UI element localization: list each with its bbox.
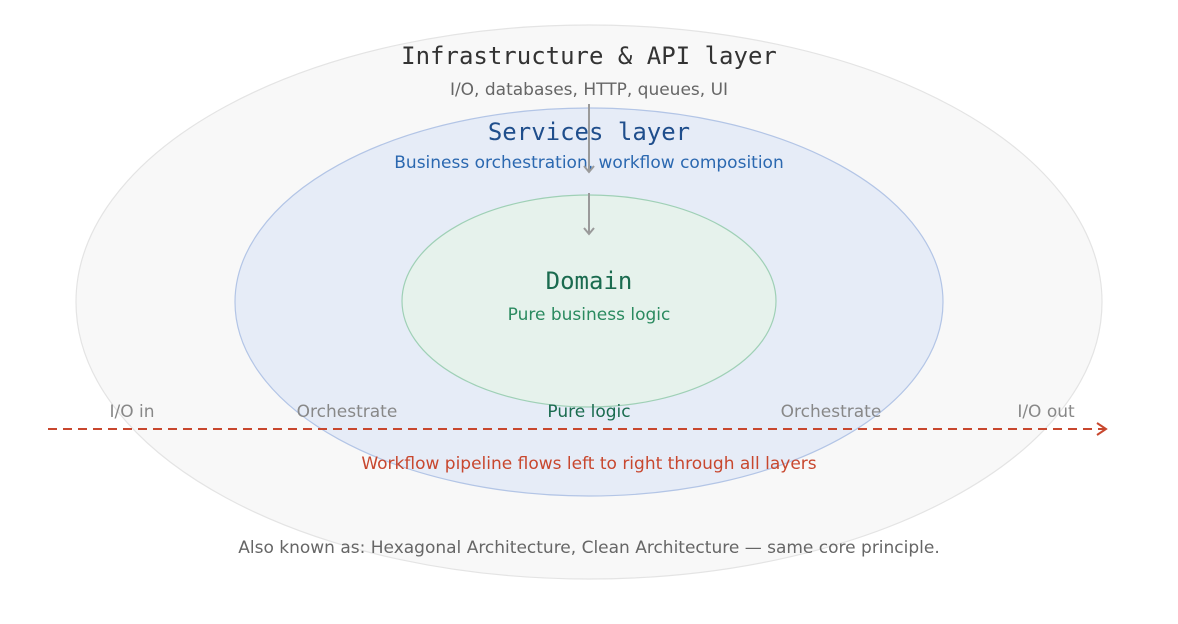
pipeline-stage-pure-logic: Pure logic [547,402,630,422]
domain-title: Domain [546,267,633,295]
pipeline-stage-io-in: I/O in [109,402,154,422]
pipeline-stage-io-out: I/O out [1017,402,1075,422]
pipeline-stage-orchestrate-right: Orchestrate [781,402,882,422]
infrastructure-title: Infrastructure & API layer [401,42,777,70]
pipeline-caption: Workflow pipeline flows left to right th… [361,454,816,474]
infrastructure-subtitle: I/O, databases, HTTP, queues, UI [450,80,728,100]
domain-subtitle: Pure business logic [508,305,671,325]
footnote: Also known as: Hexagonal Architecture, C… [238,538,940,558]
pipeline-stage-orchestrate-left: Orchestrate [297,402,398,422]
